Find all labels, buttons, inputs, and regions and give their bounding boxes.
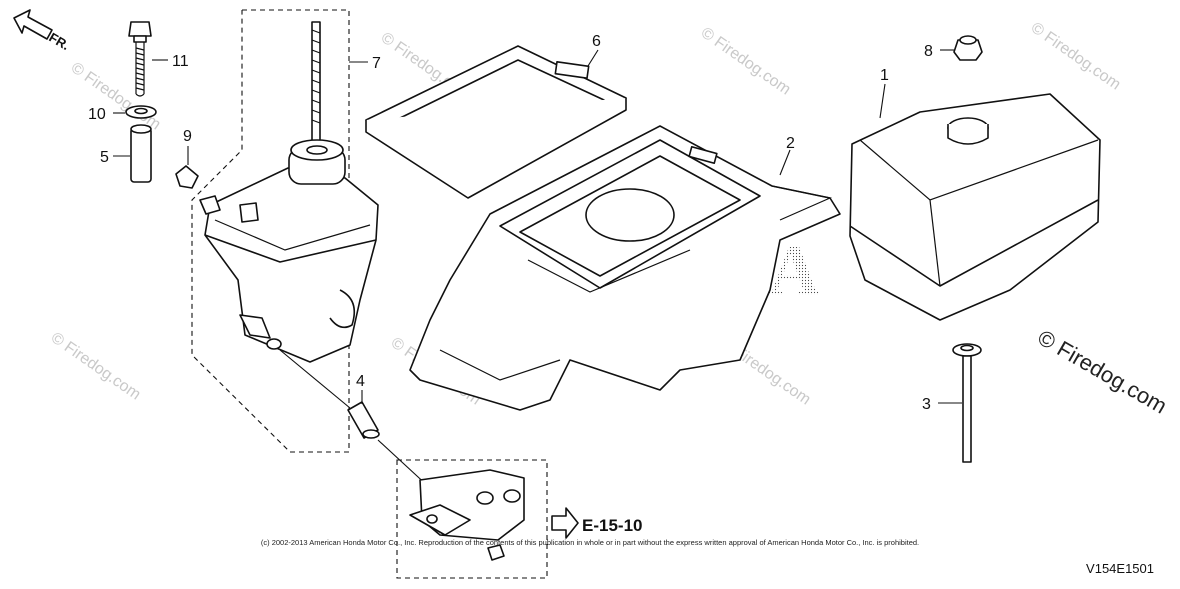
callout-2: 2 xyxy=(786,135,795,152)
callout-1: 1 xyxy=(880,67,889,84)
callout-8: 8 xyxy=(924,43,933,60)
copyright-notice: (c) 2002-2013 American Honda Motor Co., … xyxy=(260,538,920,547)
callout-4: 4 xyxy=(356,373,365,390)
reference-label: E-15-10 xyxy=(582,516,642,535)
callout-5: 5 xyxy=(100,149,109,166)
washer-10: 10 xyxy=(88,105,157,123)
reference-arrow: E-15-10 xyxy=(551,507,642,539)
callout-7: 7 xyxy=(372,55,381,72)
watermark: © Firedog.com xyxy=(698,24,794,98)
fuel-valve-detail xyxy=(396,459,548,579)
bolt-11: 11 xyxy=(128,21,189,97)
tube-4: 4 xyxy=(279,349,431,489)
bolt-3: 3 xyxy=(922,343,982,463)
callout-3: 3 xyxy=(922,396,931,413)
grommet-9: 9 xyxy=(175,128,199,189)
arrow-right-icon xyxy=(551,507,579,539)
callout-9: 9 xyxy=(183,128,192,145)
arrow-icon xyxy=(13,9,53,40)
watermark: © Firedog.com xyxy=(48,329,144,403)
cover-1: 1 xyxy=(849,67,1101,321)
fuel-tank-assembly-7: 7 xyxy=(191,9,381,453)
watermark-large: © Firedog.com xyxy=(1034,325,1172,419)
watermark: © Firedog.com xyxy=(68,59,164,133)
watermark: © Firedog.com xyxy=(1028,19,1124,93)
callout-10: 10 xyxy=(88,106,106,123)
collar-5: 5 xyxy=(100,124,152,183)
housing-2: 2 xyxy=(409,125,841,411)
nut-8: 8 xyxy=(924,35,983,61)
seal-6: 6 xyxy=(365,33,627,199)
callout-6: 6 xyxy=(592,33,601,50)
front-direction-arrow: FR. xyxy=(13,9,72,53)
diagram-code: V154E1501 xyxy=(1086,561,1154,576)
callout-11: 11 xyxy=(172,53,189,70)
